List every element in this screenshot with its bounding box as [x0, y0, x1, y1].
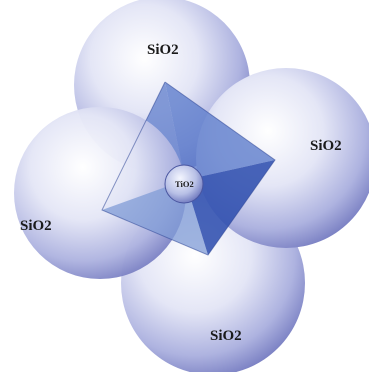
sphere-top-label: SiO2	[147, 42, 179, 58]
sphere-bottom-label: SiO2	[210, 328, 242, 344]
center-atom-label: TiO2	[175, 179, 194, 189]
sphere-left-label: SiO2	[20, 218, 52, 234]
sphere-right-label: SiO2	[310, 138, 342, 154]
